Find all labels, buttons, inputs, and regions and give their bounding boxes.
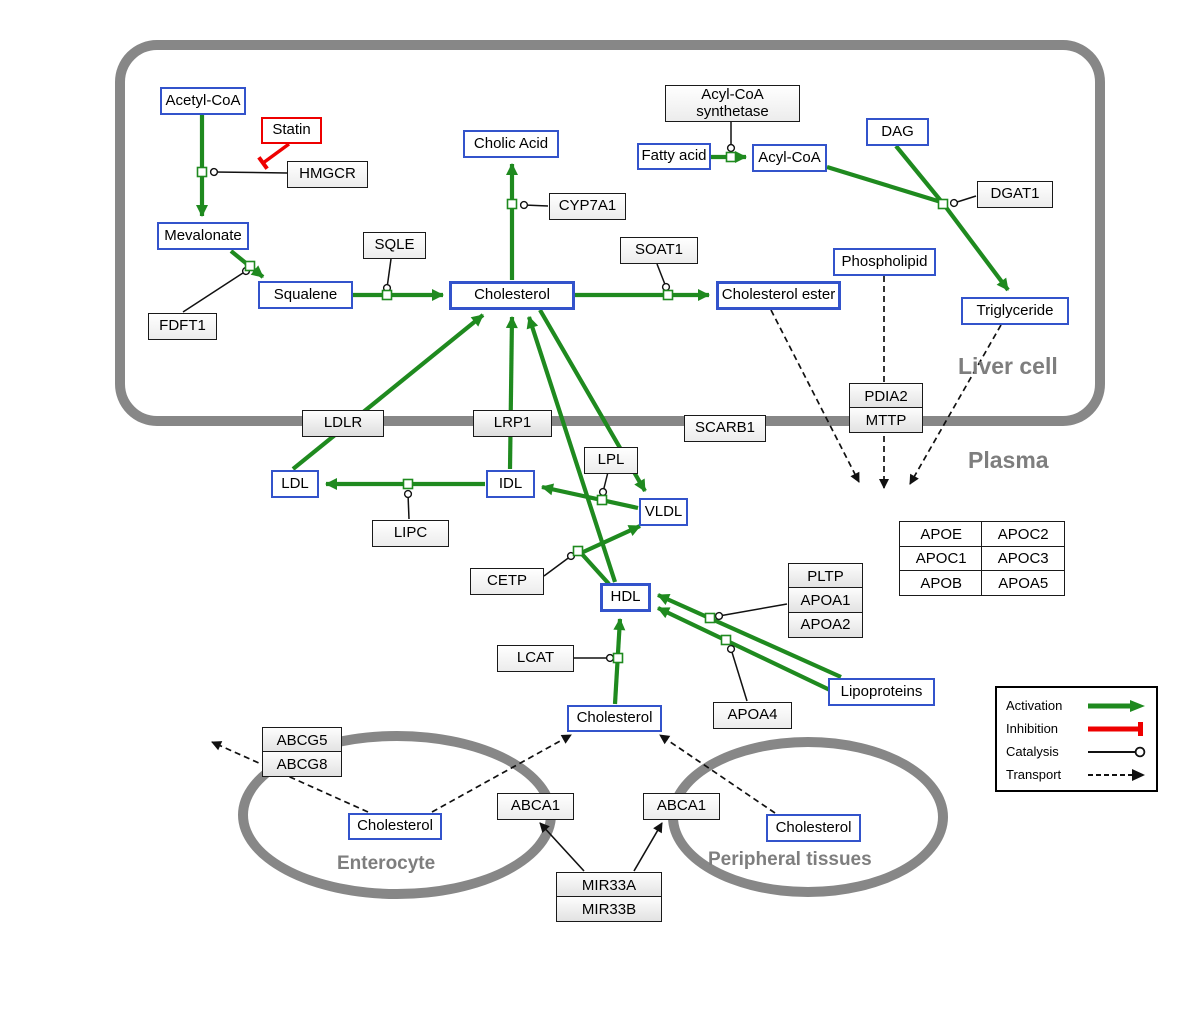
- node-cholic-acid[interactable]: Cholic Acid: [463, 130, 559, 158]
- node-cholesterol-peripheral[interactable]: Cholesterol: [766, 814, 861, 842]
- node-squalene[interactable]: Squalene: [258, 281, 353, 309]
- node-cholesterol-enterocyte[interactable]: Cholesterol: [348, 813, 442, 840]
- apolipoprotein-table[interactable]: APOE APOC2 APOC1 APOC3 APOB APOA5: [899, 521, 1065, 597]
- node-cholesterol-liver[interactable]: Cholesterol: [449, 281, 575, 310]
- legend-activation-row: Activation: [1006, 695, 1148, 717]
- node-mir33-stack[interactable]: MIR33A MIR33B: [556, 872, 662, 923]
- node-phospholipid[interactable]: Phospholipid: [833, 248, 936, 276]
- regulation-edges: [539, 822, 663, 872]
- node-cholesterol-plasma[interactable]: Cholesterol: [567, 705, 662, 732]
- inhibition-edge: [257, 142, 291, 170]
- node-abcg-stack[interactable]: ABCG5 ABCG8: [262, 727, 342, 778]
- node-apoa5[interactable]: APOA5: [981, 570, 1065, 597]
- node-acyl-coa-synthetase[interactable]: Acyl-CoA synthetase: [665, 85, 800, 122]
- legend-catalysis-row: Catalysis: [1006, 741, 1148, 763]
- legend-transport-row: Transport: [1006, 764, 1148, 786]
- legend-activation-label: Activation: [1006, 698, 1063, 713]
- node-statin[interactable]: Statin: [261, 117, 322, 144]
- node-ldl[interactable]: LDL: [271, 470, 319, 498]
- node-pdia2-mttp-stack[interactable]: PDIA2 MTTP: [849, 383, 923, 434]
- catalysis-circle-icon: [1088, 746, 1146, 757]
- legend: Activation Inhibition Catalysis Transpor…: [995, 686, 1158, 792]
- node-abcg5[interactable]: ABCG5: [262, 727, 342, 753]
- node-abcg8[interactable]: ABCG8: [262, 751, 342, 778]
- node-vldl[interactable]: VLDL: [639, 498, 688, 526]
- node-hdl[interactable]: HDL: [600, 583, 651, 612]
- transport-dashed-arrow-icon: [1088, 768, 1145, 781]
- node-triglyceride[interactable]: Triglyceride: [961, 297, 1069, 325]
- plasma-label: Plasma: [968, 447, 1049, 473]
- node-sqle[interactable]: SQLE: [363, 232, 426, 259]
- legend-transport-label: Transport: [1006, 767, 1062, 782]
- node-hmgcr[interactable]: HMGCR: [287, 161, 368, 188]
- node-cyp7a1[interactable]: CYP7A1: [549, 193, 626, 220]
- node-apob[interactable]: APOB: [899, 570, 983, 597]
- peripheral-tissues-label: Peripheral tissues: [708, 849, 872, 870]
- enterocyte-label: Enterocyte: [337, 853, 436, 874]
- node-ldlr[interactable]: LDLR: [302, 410, 384, 437]
- inhibition-tbar-icon: [1088, 721, 1143, 736]
- node-mevalonate[interactable]: Mevalonate: [157, 222, 249, 250]
- reaction-nodes: [196, 151, 949, 664]
- node-apoc1[interactable]: APOC1: [899, 545, 983, 572]
- node-lcat[interactable]: LCAT: [497, 645, 574, 672]
- node-apoc3[interactable]: APOC3: [981, 545, 1065, 572]
- node-abca1-left[interactable]: ABCA1: [497, 793, 574, 820]
- node-dgat1[interactable]: DGAT1: [977, 181, 1053, 208]
- node-apoa4[interactable]: APOA4: [713, 702, 792, 729]
- catalysis-edges: [182, 121, 977, 702]
- activation-edges: [196, 114, 1010, 705]
- node-apoa1[interactable]: APOA1: [788, 587, 863, 614]
- node-lrp1[interactable]: LRP1: [473, 410, 552, 437]
- liver-cell-label: Liver cell: [958, 353, 1058, 379]
- legend-catalysis-label: Catalysis: [1006, 744, 1059, 759]
- node-pdia2[interactable]: PDIA2: [849, 383, 923, 409]
- activation-arrow-icon: [1088, 699, 1145, 712]
- node-acetyl-coa[interactable]: Acetyl-CoA: [160, 87, 246, 115]
- node-mttp[interactable]: MTTP: [849, 407, 923, 434]
- node-lipoproteins[interactable]: Lipoproteins: [828, 678, 935, 706]
- node-scarb1[interactable]: SCARB1: [684, 415, 766, 442]
- node-pltp[interactable]: PLTP: [788, 563, 863, 589]
- node-abca1-right[interactable]: ABCA1: [643, 793, 720, 820]
- node-acyl-coa[interactable]: Acyl-CoA: [752, 144, 827, 172]
- node-apoc2[interactable]: APOC2: [981, 521, 1065, 548]
- node-apoe[interactable]: APOE: [899, 521, 983, 548]
- node-apoa2[interactable]: APOA2: [788, 611, 863, 638]
- node-cetp[interactable]: CETP: [470, 568, 544, 595]
- node-soat1[interactable]: SOAT1: [620, 237, 698, 264]
- legend-inhibition-row: Inhibition: [1006, 718, 1148, 740]
- node-pltp-apoa-stack[interactable]: PLTP APOA1 APOA2: [788, 563, 863, 638]
- node-dag[interactable]: DAG: [866, 118, 929, 146]
- node-lipc[interactable]: LIPC: [372, 520, 449, 547]
- node-idl[interactable]: IDL: [486, 470, 535, 498]
- legend-inhibition-label: Inhibition: [1006, 721, 1059, 736]
- liver-cell-membrane: [115, 40, 1105, 426]
- node-mir33a[interactable]: MIR33A: [556, 872, 662, 898]
- node-fdft1[interactable]: FDFT1: [148, 313, 217, 340]
- node-fatty-acid[interactable]: Fatty acid: [637, 143, 711, 170]
- node-lpl[interactable]: LPL: [584, 447, 638, 474]
- node-mir33b[interactable]: MIR33B: [556, 896, 662, 923]
- node-cholesterol-ester[interactable]: Cholesterol ester: [716, 281, 841, 310]
